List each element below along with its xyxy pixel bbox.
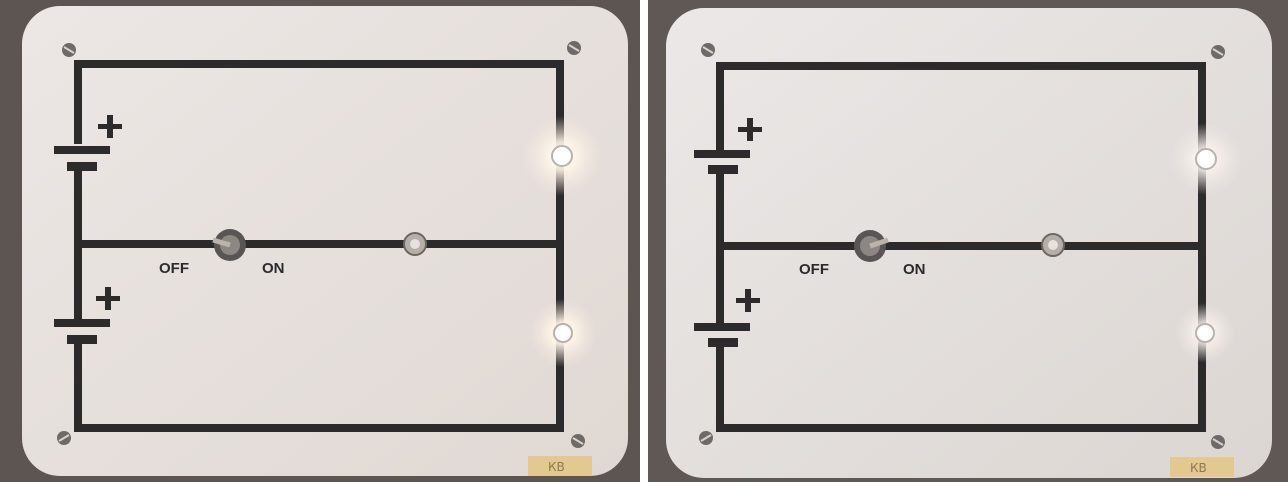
left-photo: OFF ON КВ [0,0,640,482]
screw-icon [1211,45,1225,59]
battery-top [694,150,750,174]
switch-on-label: ON [262,260,285,277]
switch-on-label: ON [903,261,926,278]
switch-off-label: OFF [159,260,189,277]
battery-bottom [694,323,750,347]
screw-icon [699,431,713,445]
circuit-wires [74,60,564,432]
photo-divider [640,0,648,482]
bulb-icon [1195,148,1217,170]
circuit-wires [716,62,1206,432]
battery-plus-icon [738,118,762,141]
circuit-board-left: OFF ON КВ [22,6,628,476]
bulb-icon [551,145,573,167]
screw-icon [1211,435,1225,449]
label-tag [1170,457,1234,477]
toggle-switch-icon [212,229,246,261]
circuit-board-right: OFF ON КВ [666,8,1272,478]
label-tag [528,456,592,476]
screw-icon [57,431,71,445]
screw-icon [701,43,715,57]
label-tag-text: КВ [548,460,565,474]
battery-top [54,146,110,171]
screw-icon [571,434,585,448]
label-tag-text: КВ [1190,461,1207,475]
bulb-icon [553,323,573,343]
battery-plus-icon [98,115,122,138]
bulb-icon [1195,323,1215,343]
toggle-switch-icon [854,230,889,262]
right-photo: OFF ON КВ [648,0,1288,482]
battery-plus-icon [96,287,120,310]
screw-icon [62,43,76,57]
battery-bottom [54,319,110,344]
screw-icon [567,41,581,55]
battery-plus-icon [736,289,760,312]
switch-off-label: OFF [799,261,829,278]
